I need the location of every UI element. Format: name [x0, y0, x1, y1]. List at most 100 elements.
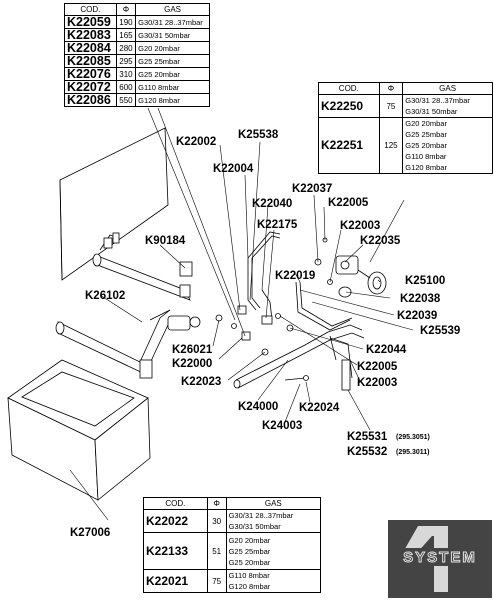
- heat-shield-panel: [59, 127, 169, 281]
- callout-k22019: K22019: [275, 270, 316, 282]
- part-code: K22076: [64, 67, 117, 81]
- part-gas: G30/31 28..37mbar: [135, 15, 210, 29]
- small-fittings: [215, 237, 333, 381]
- callout-k22003-upper: K22003: [340, 220, 381, 232]
- callout-k22035: K22035: [360, 235, 401, 247]
- callout-k22003-lower: K22003: [357, 377, 398, 389]
- callout-k22175: K22175: [257, 219, 298, 231]
- part-code: K22021: [143, 569, 208, 593]
- callout-k22005-lower: K22005: [357, 361, 398, 373]
- callout-k27006: K27006: [70, 527, 111, 539]
- callout-k25532: K25532: [347, 446, 388, 458]
- callout-k24000: K24000: [238, 401, 279, 413]
- part-diameter: 30: [206, 509, 227, 533]
- part-diameter: 600: [115, 80, 137, 94]
- callout-k22038: K22038: [400, 293, 441, 305]
- part-diameter: 165: [115, 28, 137, 42]
- bracket-k90184: [179, 261, 193, 277]
- part-gas: G20 20mbar: [135, 41, 210, 55]
- leader-lines: [69, 107, 414, 531]
- callout-k22024: K22024: [299, 402, 340, 414]
- pilot-assembly: [149, 309, 201, 331]
- callout-k24003: K24003: [262, 420, 303, 432]
- callout-k22000: K22000: [172, 358, 213, 370]
- callout-k25531: K25531: [347, 431, 388, 443]
- callout-k22023: K22023: [181, 376, 222, 388]
- part-diameter: 550: [115, 93, 137, 107]
- part-gas: G30/31 28..37mbar G30/31 50mbar: [225, 509, 322, 533]
- callout-k22039: K22039: [397, 310, 438, 322]
- part-diameter: 125: [378, 117, 404, 174]
- drip-tray: [7, 359, 151, 501]
- header-cod: COD.: [64, 3, 117, 16]
- part-gas: G25 25mbar: [135, 54, 210, 68]
- header-cod: COD.: [143, 497, 208, 510]
- callout-k26102: K26102: [85, 290, 126, 302]
- callout-k22005-upper: K22005: [328, 197, 369, 209]
- part-gas: G120 8mbar: [135, 93, 210, 107]
- burner-tube-upper: [92, 232, 191, 301]
- burner-tube-lower: [55, 309, 179, 379]
- part-code: K22251: [318, 117, 380, 174]
- logo-band: [392, 548, 488, 566]
- part-diameter: 75: [206, 569, 227, 593]
- part-gas: G20 20mbar G25 25mbar G25 20mbar G110 8m…: [402, 117, 493, 174]
- gas-pipework: [233, 231, 365, 391]
- header-gas: GAS: [135, 3, 210, 16]
- part-code: K22084: [64, 41, 117, 55]
- header-phi: Φ: [378, 82, 404, 95]
- callout-k25100: K25100: [405, 275, 446, 287]
- callout-k22002: K22002: [176, 136, 217, 148]
- callout-k25538: K25538: [238, 129, 279, 141]
- callout-k25531-ref: (295.3051): [396, 434, 430, 441]
- header-gas: GAS: [225, 497, 322, 510]
- header-cod: COD.: [318, 82, 380, 95]
- part-gas: G30/31 50mbar: [135, 28, 210, 42]
- table-header-row: COD. Φ GAS: [318, 82, 493, 95]
- callout-k25539: K25539: [420, 325, 461, 337]
- part-code: K22250: [318, 94, 380, 118]
- part-diameter: 51: [206, 532, 227, 570]
- part-code: K22059: [64, 15, 117, 29]
- header-gas: GAS: [402, 82, 493, 95]
- part-code: K22072: [64, 80, 117, 94]
- callout-k25532-ref: (295.3011): [396, 449, 430, 456]
- part-code: K22086: [64, 93, 117, 107]
- logo-text: SYSTEM: [403, 549, 477, 566]
- callout-k22040: K22040: [252, 198, 293, 210]
- part-gas: G110 8mbar: [135, 80, 210, 94]
- part-diameter: 295: [115, 54, 137, 68]
- header-phi: Φ: [115, 3, 137, 16]
- part-gas: G110 8mbar G120 8mbar: [225, 569, 322, 593]
- callout-k22044: K22044: [366, 344, 407, 356]
- callout-k22004: K22004: [213, 163, 254, 175]
- part-code: K22083: [64, 28, 117, 42]
- part-diameter: 280: [115, 41, 137, 55]
- system4-logo: SYSTEM: [388, 520, 492, 598]
- table-header-row: COD. Φ GAS: [64, 3, 210, 16]
- table-header-row: COD. Φ GAS: [143, 497, 322, 510]
- part-diameter: 190: [115, 15, 137, 29]
- part-diameter: 310: [115, 67, 137, 81]
- part-code: K22133: [143, 532, 208, 570]
- callout-k26021: K26021: [172, 344, 213, 356]
- part-gas: G20 20mbar G25 25mbar G25 20mbar: [225, 532, 322, 570]
- gas-valve: [335, 255, 387, 298]
- part-diameter: 75: [378, 94, 404, 118]
- callout-k22037: K22037: [292, 183, 333, 195]
